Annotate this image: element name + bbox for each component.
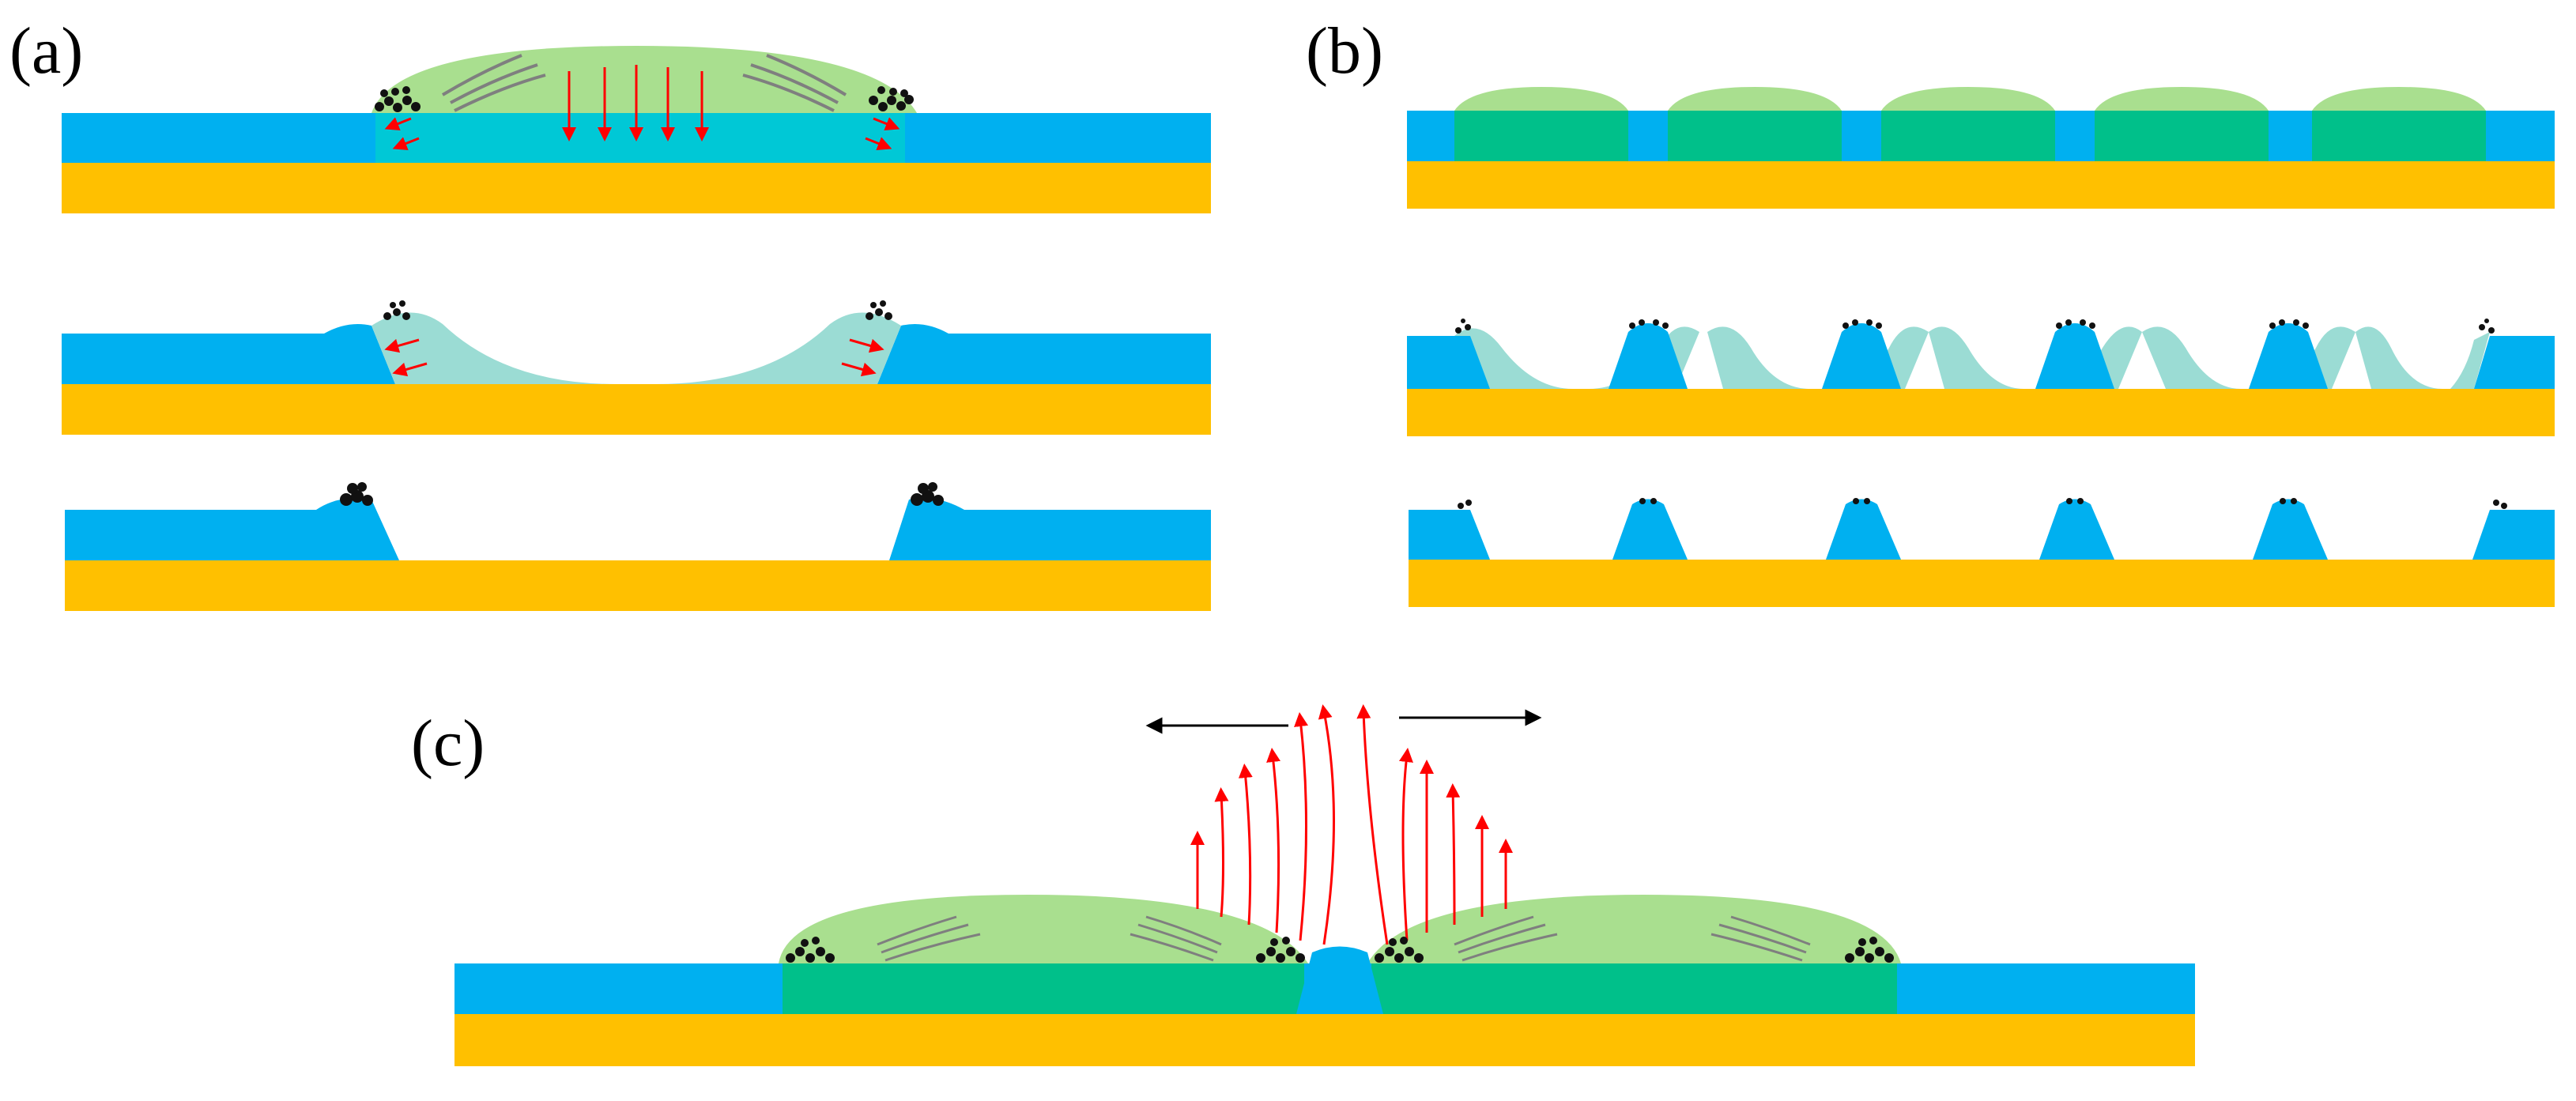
film-pillars <box>1407 323 2555 389</box>
substrate-layer <box>1407 389 2555 436</box>
substrate-layer <box>1407 161 2555 209</box>
substrate-layer <box>62 163 1211 213</box>
film-right <box>877 323 1211 384</box>
debris-pile <box>340 482 944 506</box>
panel-c-interaction <box>454 704 2195 1066</box>
upward-flow-arrows <box>1190 704 1513 945</box>
debris-particles <box>786 937 1894 963</box>
panel-a-label: (a) <box>9 14 83 88</box>
substrate-layer <box>1409 560 2555 607</box>
ablated-regions <box>1454 326 2490 389</box>
panel-b-step2 <box>1407 319 2555 436</box>
central-ridge <box>1296 946 1383 1014</box>
panel-a-step2 <box>62 300 1211 435</box>
film-left <box>65 498 399 560</box>
ablated-region <box>372 312 901 384</box>
gas-flow-lines <box>877 915 1811 962</box>
debris-particles <box>383 300 892 320</box>
panel-a-step3 <box>65 482 1211 611</box>
debris-particles <box>1455 319 2495 334</box>
debris-particles <box>375 86 914 112</box>
inward-force-arrows <box>562 65 709 141</box>
film-right <box>889 498 1211 560</box>
substrate-layer <box>454 1014 2195 1066</box>
panel-c-label: (c) <box>411 707 485 780</box>
panel-b-step1 <box>1407 87 2555 209</box>
droplet-left-contact <box>783 963 1304 1014</box>
droplet-left <box>779 895 1308 963</box>
film-pillars <box>1409 499 2555 560</box>
substrate-layer <box>65 560 1211 611</box>
panel-b-step3 <box>1409 498 2555 607</box>
panel-a-step1 <box>62 46 1211 213</box>
substrate-layer <box>62 384 1211 435</box>
expansion-arrows <box>1145 709 1542 734</box>
edge-force-arrows <box>384 117 900 151</box>
debris-particles <box>1458 498 2507 509</box>
panel-b-label: (b) <box>1306 14 1383 88</box>
film-left <box>62 323 395 384</box>
droplet-array <box>1454 87 2486 161</box>
melt-pool <box>375 113 905 163</box>
droplet-right-contact <box>1371 963 1897 1014</box>
edge-force-arrows <box>384 338 884 377</box>
gas-flow-lines <box>441 54 847 112</box>
droplet-right <box>1367 895 1901 963</box>
